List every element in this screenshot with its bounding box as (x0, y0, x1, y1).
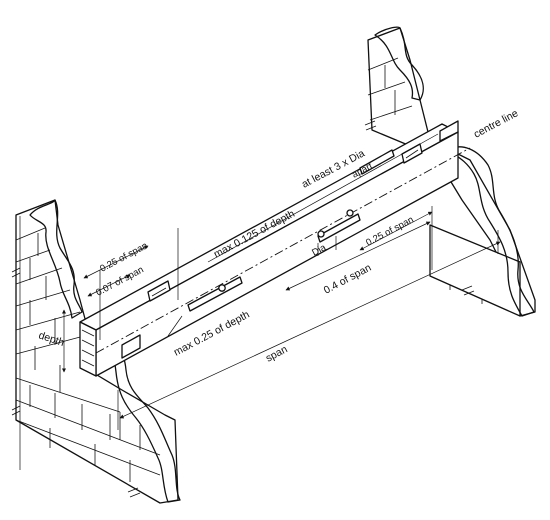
label-point-four-span: 0.4 of span (322, 262, 374, 297)
right-break-mark (364, 120, 377, 131)
end-notch (439, 120, 459, 142)
left-wall-brick-courses (15, 227, 161, 482)
dimension-lines (19, 133, 501, 470)
label-span: span (264, 343, 290, 364)
beam-end-grain (81, 329, 95, 367)
left-break-mark (11, 267, 21, 278)
bottom-break-mark (127, 487, 141, 498)
left-wall (11, 199, 181, 504)
label-centre-line: centre line (472, 107, 521, 140)
